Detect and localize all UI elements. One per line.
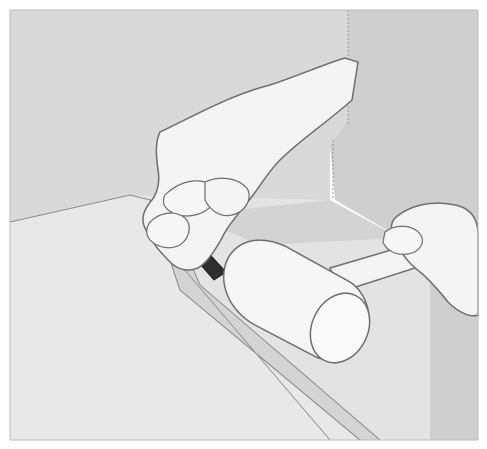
right-hand-thumb [383, 226, 422, 254]
